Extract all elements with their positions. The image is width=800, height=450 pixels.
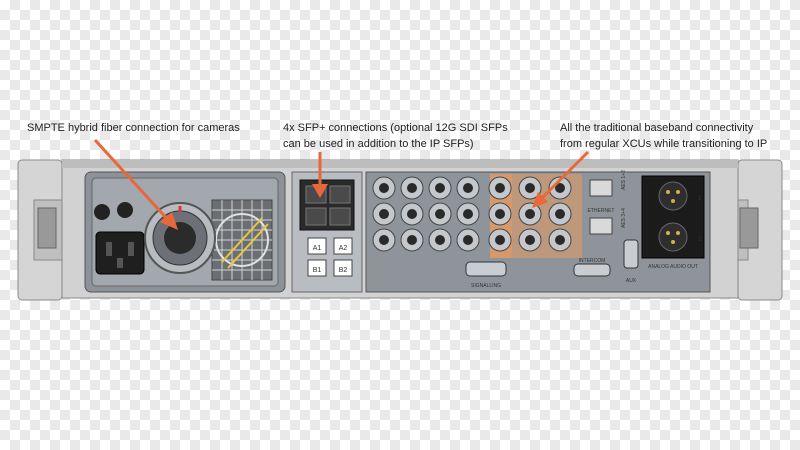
intercom-connector[interactable] (573, 263, 611, 277)
sfp-label-a2: A2 (339, 245, 348, 252)
callout-sfp-line1: 4x SFP+ connections (optional 12G SDI SF… (283, 122, 508, 134)
bnc-center-pin (555, 235, 565, 245)
bnc-center-pin (495, 235, 505, 245)
signalling-label: SIGNALLING (471, 283, 501, 289)
bnc-center-pin (525, 183, 535, 193)
ethernet-port[interactable] (589, 217, 613, 235)
bnc-center-pin (435, 183, 445, 193)
bnc-center-pin (407, 235, 417, 245)
sfp-port[interactable] (305, 207, 327, 226)
aux-connector[interactable] (623, 239, 639, 269)
callout-baseband-line2: from regular XCUs while transitioning to… (560, 138, 768, 150)
xlr-output-2[interactable] (658, 222, 688, 252)
arrow-baseband (538, 150, 590, 202)
bnc-center-pin (495, 209, 505, 219)
fan-grill (211, 199, 273, 281)
xlr-label-1: 1 (698, 196, 702, 202)
bnc-center-pin (463, 183, 473, 193)
callout-arrows (93, 138, 590, 230)
bnc-center-pin (407, 209, 417, 219)
callout-baseband-line1: All the traditional baseband connectivit… (560, 122, 754, 134)
sfp-port[interactable] (329, 185, 351, 204)
aes34-label: AES 3+4 (621, 208, 627, 228)
xlr-output-1[interactable] (658, 181, 688, 211)
fuse-holder-icon (94, 204, 110, 220)
bnc-center-pin (379, 209, 389, 219)
bnc-center-pin (463, 209, 473, 219)
bnc-center-pin (555, 209, 565, 219)
bnc-center-pin (525, 235, 535, 245)
bnc-center-pin (495, 183, 505, 193)
aux-label: AUX (626, 278, 637, 284)
bnc-center-pin (379, 183, 389, 193)
xlr-label-2: 2 (698, 237, 702, 243)
ethernet-port[interactable] (589, 179, 613, 197)
callout-fiber: SMPTE hybrid fiber connection for camera… (27, 120, 240, 136)
arrow-fiber (93, 138, 172, 224)
smpte-fiber-connector[interactable] (144, 202, 216, 274)
bnc-center-pin (463, 235, 473, 245)
power-fiber-module (84, 171, 286, 293)
bnc-center-pin (379, 235, 389, 245)
bnc-center-pin (435, 235, 445, 245)
callout-baseband: All the traditional baseband connectivit… (560, 120, 767, 152)
signalling-connector[interactable] (465, 261, 507, 277)
bnc-center-pin (435, 209, 445, 219)
callout-fiber-line1: SMPTE hybrid fiber connection for camera… (27, 122, 240, 134)
fuse-holder-icon (117, 202, 133, 218)
rack-ear-left (17, 159, 65, 301)
io-module: ETHERNET AES 1+2 AES 3+4 1 2 ANALOG AUDI… (365, 170, 711, 293)
aes12-label: AES 1+2 (621, 170, 627, 190)
bnc-connector-grid (372, 176, 572, 252)
bnc-center-pin (407, 183, 417, 193)
bnc-center-pin (555, 183, 565, 193)
sfp-label-b1: B1 (313, 267, 322, 274)
callout-sfp-line2: can be used in addition to the IP SFPs) (283, 138, 474, 150)
sfp-label-b2: B2 (339, 267, 348, 274)
sfp-module: A1 A2 B1 B2 (291, 171, 363, 293)
analog-audio-out-label: ANALOG AUDIO OUT (648, 264, 698, 270)
ethernet-label: ETHERNET (588, 208, 615, 214)
bnc-center-pin (525, 209, 535, 219)
callout-sfp: 4x SFP+ connections (optional 12G SDI SF… (283, 120, 508, 152)
intercom-label: INTERCOM (579, 258, 606, 264)
sfp-label-a1: A1 (313, 245, 322, 252)
sfp-port[interactable] (329, 207, 351, 226)
